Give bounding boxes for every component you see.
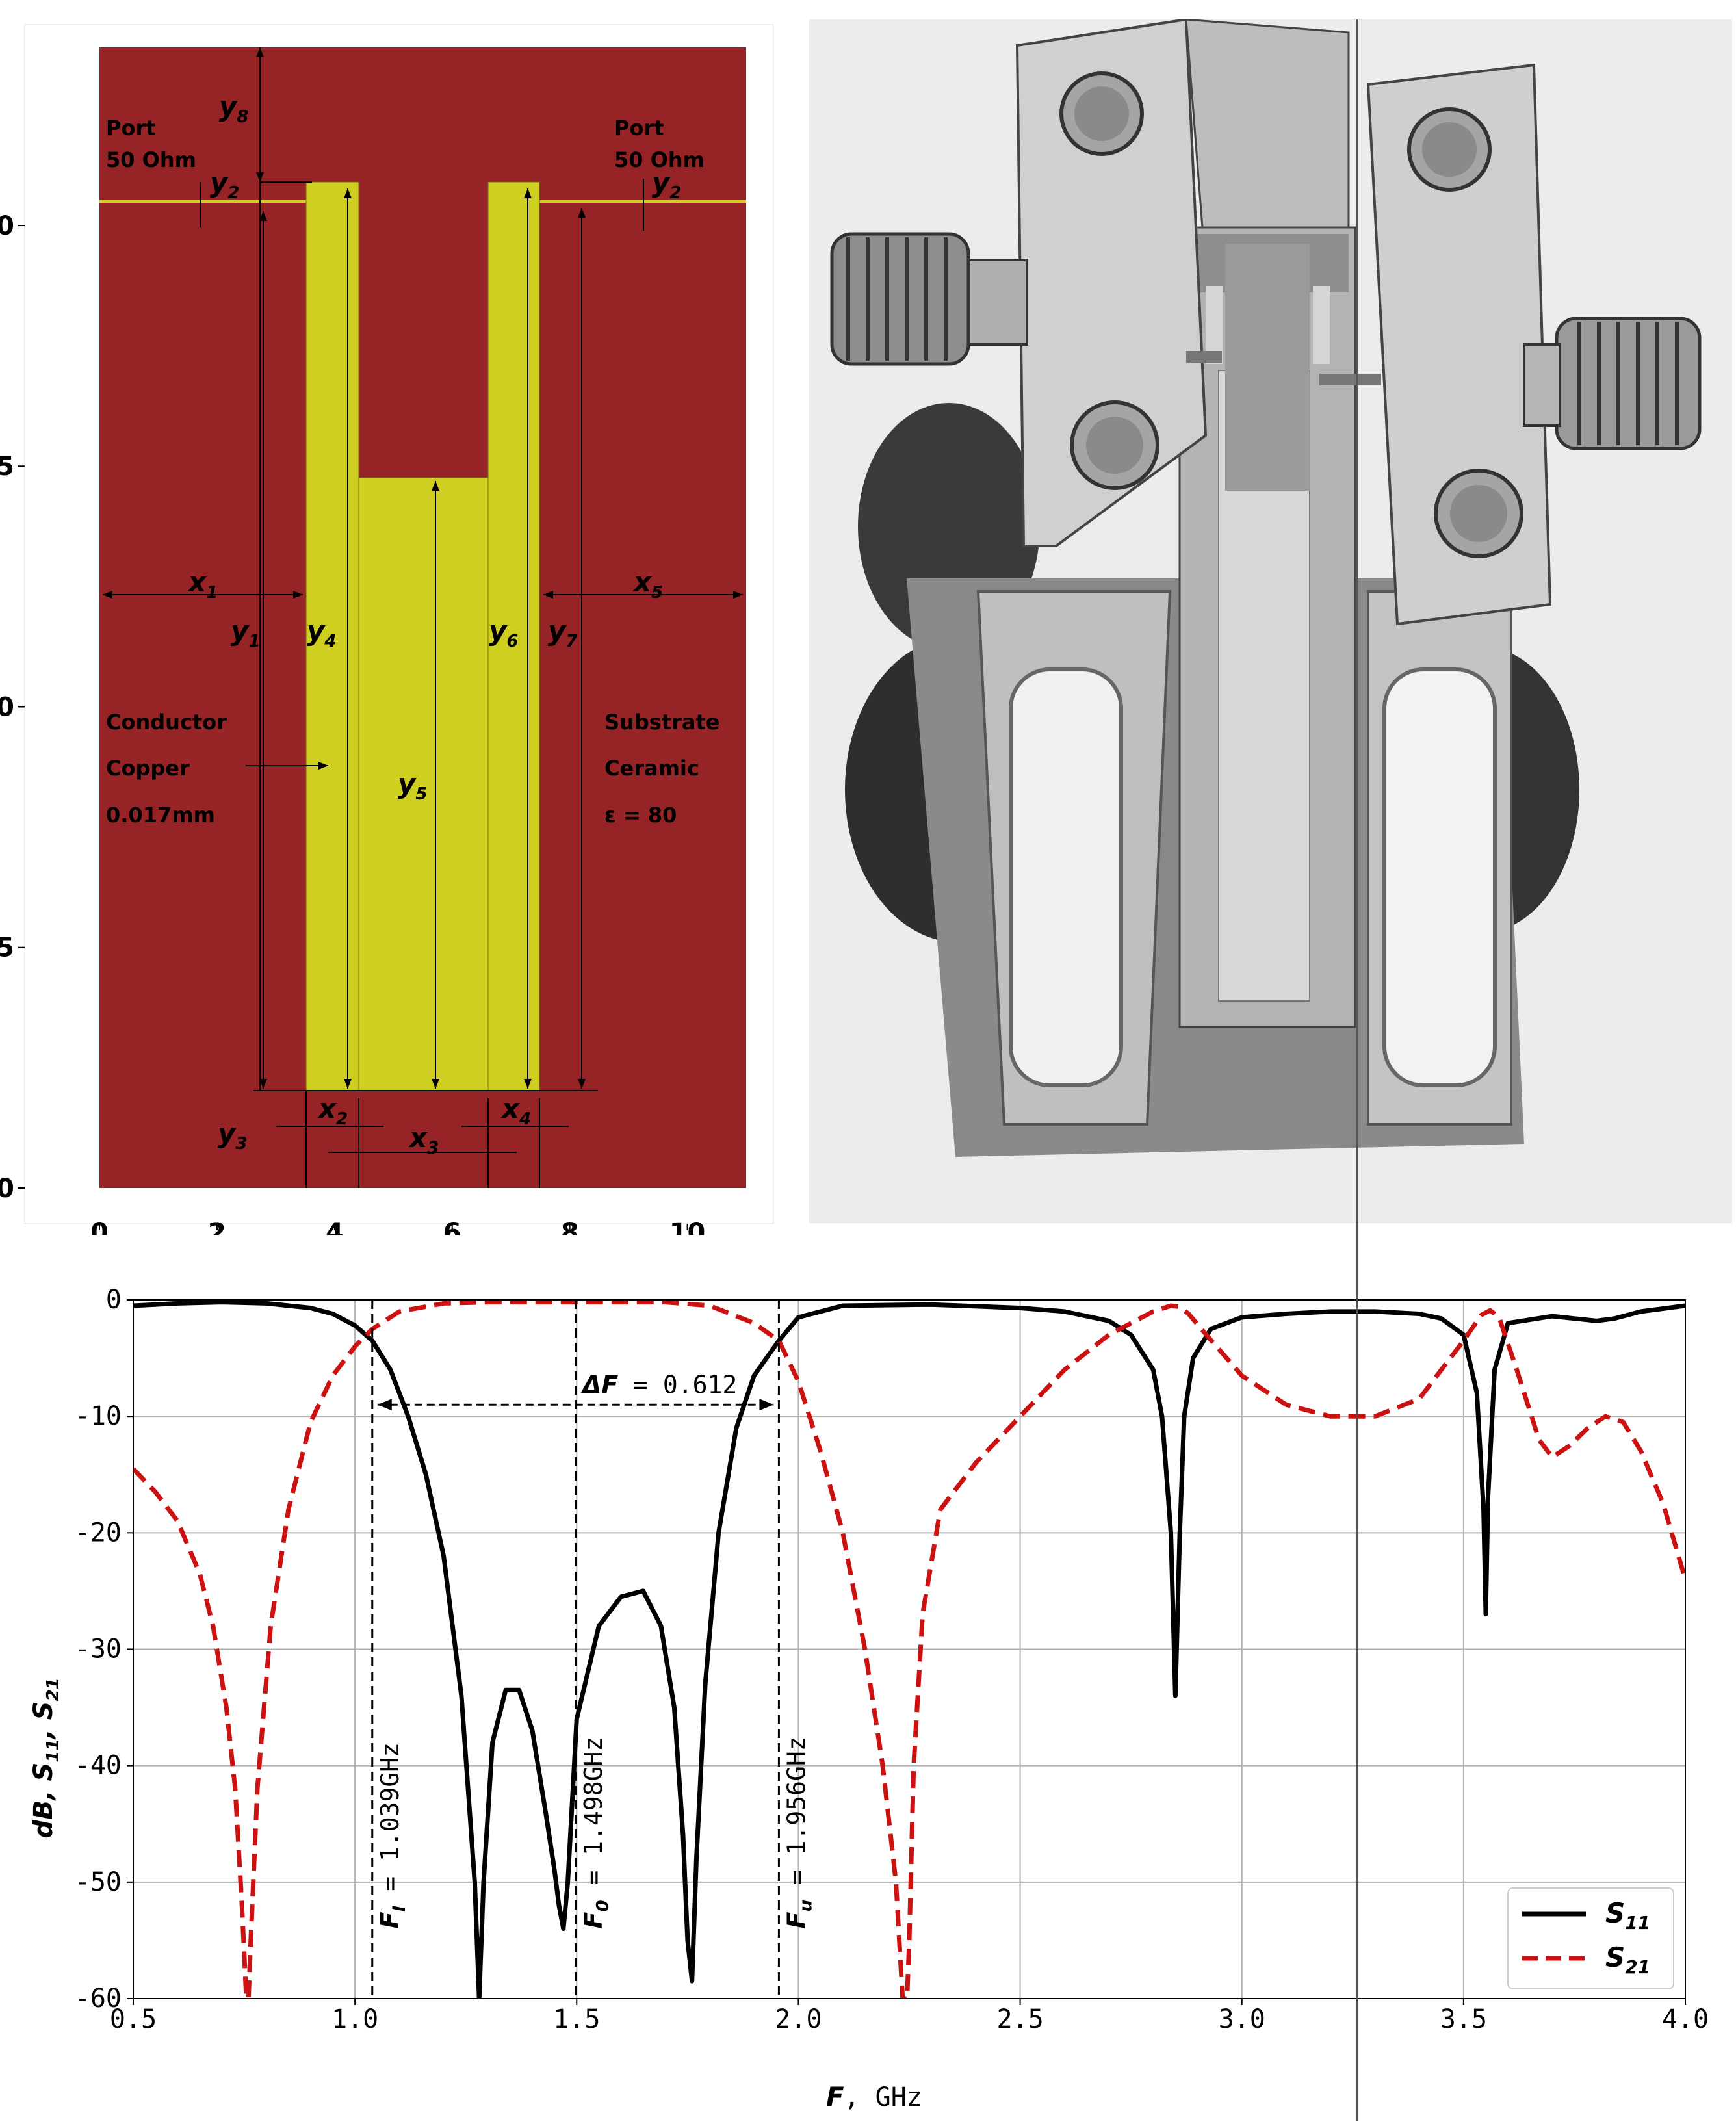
- y-axis-title: dB, S11, S21: [29, 1677, 63, 1838]
- x-tick-label: 0.5: [110, 2004, 157, 2034]
- s-parameter-chart: 0.5 1.0 1.5 2.0 2.5 3.0 3.5 4.0 0 -10 -20 -30 -40 -50…: [0, 1271, 1736, 2121]
- dimension-arrowheads: [103, 47, 743, 1089]
- dim-label-x1: x1: [187, 566, 218, 602]
- x-tick-label: 3.0: [1219, 2004, 1265, 2034]
- right-clamp-slot: [1382, 667, 1497, 1087]
- chart-legend: S11 S21: [1507, 1887, 1674, 1989]
- port-left-label: Port: [106, 116, 156, 140]
- center-frequency-label: F0 = 1.498GHz: [579, 1737, 613, 1929]
- resonator-gap: [1225, 244, 1310, 491]
- dim-label-x2: x2: [317, 1093, 348, 1129]
- dim-label-x3: x3: [408, 1122, 439, 1158]
- dimension-lines: [103, 47, 743, 1188]
- x-tick-label: 2.0: [775, 2004, 822, 2034]
- series-line-s11: [133, 1300, 1685, 1999]
- layout-x-tick-label: 4: [326, 1218, 344, 1235]
- dim-label-x4: x4: [500, 1093, 531, 1129]
- substrate-permittivity: ε = 80: [604, 803, 677, 827]
- dim-label-y1: y1: [231, 615, 260, 651]
- layout-y-tick-label: 20: [0, 211, 14, 241]
- layout-y-tick-label: 10: [0, 692, 14, 722]
- layout-x-tick-label: 2: [208, 1218, 226, 1235]
- dim-label-y2-right: y2: [652, 166, 681, 203]
- left-top-block: [1015, 18, 1208, 547]
- lower-frequency-label: Fl = 1.039GHz: [376, 1742, 409, 1929]
- chart-ticks: 0.5 1.0 1.5 2.0 2.5 3.0 3.5 4.0 0 -10 -20 -30 -40 -50…: [75, 1285, 1709, 2034]
- sma-connector-right: [1523, 317, 1702, 450]
- layout-diagram: Port 50 Ohm Port 50 Ohm Conductor Copper…: [0, 24, 774, 1248]
- y-tick-label: -50: [75, 1867, 122, 1897]
- y-tick-label: -30: [75, 1635, 122, 1664]
- s-parameter-plot: 0.5 1.0 1.5 2.0 2.5 3.0 3.5 4.0 0 -10 -20 -30 -40 -50…: [0, 1271, 1736, 2121]
- port-line-left: [99, 200, 306, 203]
- dim-label-y5: y5: [398, 768, 427, 804]
- layout-x-tick-label: 8: [561, 1218, 579, 1235]
- dim-label-x5: x5: [632, 566, 663, 602]
- layout-figure: Port 50 Ohm Port 50 Ohm Conductor Copper…: [0, 0, 793, 1248]
- y-tick-label: 0: [106, 1285, 122, 1315]
- x-tick-label: 1.0: [331, 2004, 378, 2034]
- layout-y-tick-label: 5: [0, 933, 14, 963]
- x-tick-label: 4.0: [1662, 2004, 1709, 2034]
- layout-y-tick-label: 15: [0, 452, 14, 482]
- x-axis-title: F, GHz: [826, 2082, 922, 2112]
- dim-label-y6: y6: [489, 615, 518, 651]
- sma-connector-left: [830, 232, 1028, 366]
- conductor-thickness: 0.017mm: [106, 803, 215, 827]
- dim-label-y7: y7: [548, 615, 578, 651]
- dim-label-y8: y8: [219, 90, 248, 127]
- crosshair-cursor-line: [1356, 19, 1358, 2121]
- x-tick-label: 2.5: [996, 2004, 1043, 2034]
- delta-f-arrowhead-left: [377, 1399, 392, 1411]
- legend-label-s21: S21: [1605, 1941, 1650, 1978]
- filter-photo: [809, 18, 1732, 1223]
- x-tick-label: 1.5: [553, 2004, 600, 2034]
- filter-photo-image: [809, 18, 1732, 1223]
- delta-f-label: ΔF = 0.612: [580, 1370, 737, 1399]
- layout-y-tick-label: 0: [0, 1174, 14, 1204]
- delta-f-arrowhead-right: [759, 1399, 774, 1411]
- legend-label-s11: S11: [1605, 1897, 1650, 1934]
- series-line-s21: [133, 1300, 1685, 1999]
- conductor-material: Copper: [106, 756, 190, 781]
- port-left-impedance: 50 Ohm: [106, 148, 196, 172]
- upper-frequency-label: Fu = 1.956GHz: [782, 1736, 816, 1928]
- y-tick-label: -10: [75, 1401, 122, 1431]
- dim-label-y3: y3: [218, 1117, 247, 1154]
- port-right-impedance: 50 Ohm: [614, 148, 705, 172]
- left-clamp-slot: [1009, 667, 1123, 1087]
- y-tick-label: -60: [75, 1984, 122, 2014]
- x-tick-label: 3.5: [1440, 2004, 1487, 2034]
- substrate-material: Ceramic: [604, 756, 699, 781]
- y-tick-label: -20: [75, 1518, 122, 1548]
- resonator-right-arm: [1313, 286, 1330, 364]
- layout-x-tick-label: 10: [669, 1218, 706, 1235]
- chart-curves: [133, 1300, 1685, 1999]
- y-tick-label: -40: [75, 1751, 122, 1781]
- dim-label-y4: y4: [307, 615, 336, 651]
- layout-x-tick-label: 0: [90, 1218, 109, 1235]
- conductor-label: Conductor: [106, 710, 227, 734]
- chart-annotations: [371, 1300, 780, 1999]
- port-right-label: Port: [614, 116, 664, 140]
- layout-x-tick-label: 6: [443, 1218, 461, 1235]
- dim-label-y2-left: y2: [210, 166, 239, 203]
- substrate-label: Substrate: [604, 710, 719, 734]
